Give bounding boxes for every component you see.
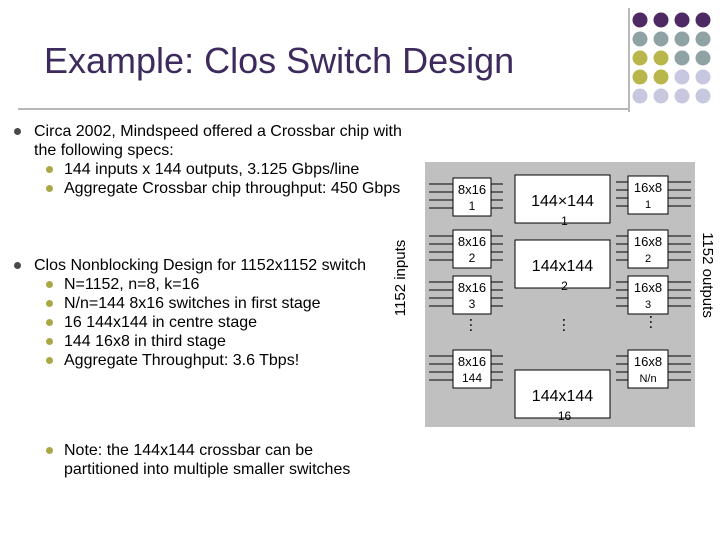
sub-bullet-item: N/n=144 8x16 switches in first stage — [12, 294, 372, 313]
bullet-dot — [14, 262, 21, 269]
sub-bullet-dot — [46, 166, 53, 173]
sub-bullet-item: Aggregate Crossbar chip throughput: 450 … — [12, 179, 412, 198]
switch-size-label: 8x16 — [458, 354, 486, 369]
bullet-item: Circa 2002, Mindspeed offered a Crossbar… — [12, 122, 412, 160]
first-stage-switch — [452, 275, 492, 315]
switch-number-label: N/n — [639, 373, 656, 385]
bullet-item: Clos Nonblocking Design for 1152x1152 sw… — [12, 256, 372, 275]
switch-size-label: 8x16 — [458, 234, 486, 249]
sub-bullet-dot — [46, 357, 53, 364]
first-stage-switch — [452, 349, 492, 389]
outputs-label: 1152 outputs — [699, 232, 716, 318]
switch-number-label: 16 — [558, 409, 572, 423]
first-stage-switch — [452, 229, 492, 269]
decorative-dot — [674, 88, 690, 104]
decorative-dot — [695, 50, 711, 66]
third-stage-switch — [627, 349, 669, 389]
decorative-dot — [653, 69, 669, 85]
decorative-dot — [695, 31, 711, 47]
sub-bullet-text: Aggregate Crossbar chip throughput: 450 … — [64, 180, 401, 197]
sub-bullet-dot — [46, 300, 53, 307]
sub-bullet-item: 16 144x144 in centre stage — [12, 313, 372, 332]
clos-network-diagram: 1152 inputs 1152 outputs 8x16 1 8x16 2 8x16 3 8x… — [392, 162, 716, 427]
third-stage-switch — [627, 229, 669, 269]
decorative-dot — [674, 50, 690, 66]
sub-bullet-text: 144 inputs x 144 outputs, 3.125 Gbps/lin… — [64, 161, 360, 178]
page-title: Example: Clos Switch Design — [44, 40, 515, 81]
sub-bullet-text: N=1152, n=8, k=16 — [64, 276, 200, 293]
switch-size-label: 8x16 — [458, 182, 486, 197]
centre-stage-switch — [514, 369, 611, 419]
vertical-ellipsis: … — [466, 317, 483, 333]
sub-bullet-text: 144 16x8 in third stage — [64, 333, 226, 350]
switch-size-label: 8x16 — [458, 280, 486, 295]
sub-bullet-dot — [46, 185, 53, 192]
third-stage-switch — [627, 175, 669, 215]
sub-bullet-item: 144 inputs x 144 outputs, 3.125 Gbps/lin… — [12, 160, 412, 179]
switch-number-label: 2 — [645, 253, 651, 265]
decorative-dot — [632, 69, 648, 85]
centre-stage-switch — [514, 239, 611, 289]
sub-bullet-item: 144 16x8 in third stage — [12, 332, 372, 351]
switch-size-label: 144x144 — [532, 258, 593, 275]
decorative-dot-grid — [632, 12, 711, 104]
decorative-dot — [695, 69, 711, 85]
first-stage-switch — [452, 177, 492, 217]
centre-stage-switch — [514, 174, 611, 224]
switch-size-label: 144×144 — [531, 193, 594, 210]
switch-number-label: 1 — [645, 199, 651, 211]
switch-number-label: 3 — [645, 299, 651, 311]
sub-bullet-dot — [46, 447, 53, 454]
bullet-text: Clos Nonblocking Design for 1152x1152 sw… — [34, 257, 367, 274]
decorative-dot — [632, 31, 648, 47]
decorative-dot — [674, 31, 690, 47]
switch-number-label: 2 — [561, 279, 568, 293]
sub-bullet-text: N/n=144 8x16 switches in first stage — [64, 295, 321, 312]
decorative-dot — [695, 12, 711, 28]
decorative-dot — [632, 88, 648, 104]
sub-bullet-dot — [46, 281, 53, 288]
switch-size-label: 16x8 — [634, 280, 662, 295]
header-vertical-rule — [628, 8, 630, 112]
sub-bullet-text: Note: the 144x144 crossbar can be partit… — [64, 442, 351, 478]
third-stage-switch — [627, 275, 669, 315]
switch-number-label: 2 — [469, 251, 476, 265]
decorative-dot — [674, 69, 690, 85]
switch-number-label: 1 — [469, 199, 476, 213]
switch-number-label: 3 — [469, 297, 476, 311]
switch-size-label: 16x8 — [634, 234, 662, 249]
inputs-label: 1152 inputs — [392, 240, 409, 316]
switch-size-label: 144x144 — [532, 388, 593, 405]
decorative-dot — [653, 12, 669, 28]
sub-bullet-dot — [46, 338, 53, 345]
sub-bullet-text: Aggregate Throughput: 3.6 Tbps! — [64, 352, 300, 369]
header-horizontal-rule — [18, 108, 630, 110]
sub-bullet-text: 16 144x144 in centre stage — [64, 314, 258, 331]
decorative-dot — [653, 50, 669, 66]
bullet-group-clos: Clos Nonblocking Design for 1152x1152 sw… — [12, 256, 372, 370]
switch-size-label: 16x8 — [634, 180, 662, 195]
decorative-dot — [632, 12, 648, 28]
switch-size-label: 16x8 — [634, 354, 662, 369]
bullet-dot — [14, 128, 21, 135]
sub-bullet-item: N=1152, n=8, k=16 — [12, 275, 372, 294]
bullet-group-mindspeed: Circa 2002, Mindspeed offered a Crossbar… — [12, 122, 412, 198]
decorative-dot — [653, 88, 669, 104]
decorative-dot — [695, 88, 711, 104]
sub-bullet-item: Note: the 144x144 crossbar can be partit… — [12, 441, 392, 479]
vertical-ellipsis: … — [646, 314, 663, 330]
switch-number-label: 1 — [561, 214, 568, 228]
decorative-dot — [674, 12, 690, 28]
decorative-dot — [653, 31, 669, 47]
sub-bullet-dot — [46, 319, 53, 326]
bullet-group-note: Note: the 144x144 crossbar can be partit… — [12, 441, 392, 479]
decorative-dot — [632, 50, 648, 66]
vertical-ellipsis: … — [559, 317, 576, 333]
switch-number-label: 144 — [462, 371, 482, 385]
bullet-text: Circa 2002, Mindspeed offered a Crossbar… — [34, 123, 402, 159]
sub-bullet-item: Aggregate Throughput: 3.6 Tbps! — [12, 351, 372, 370]
